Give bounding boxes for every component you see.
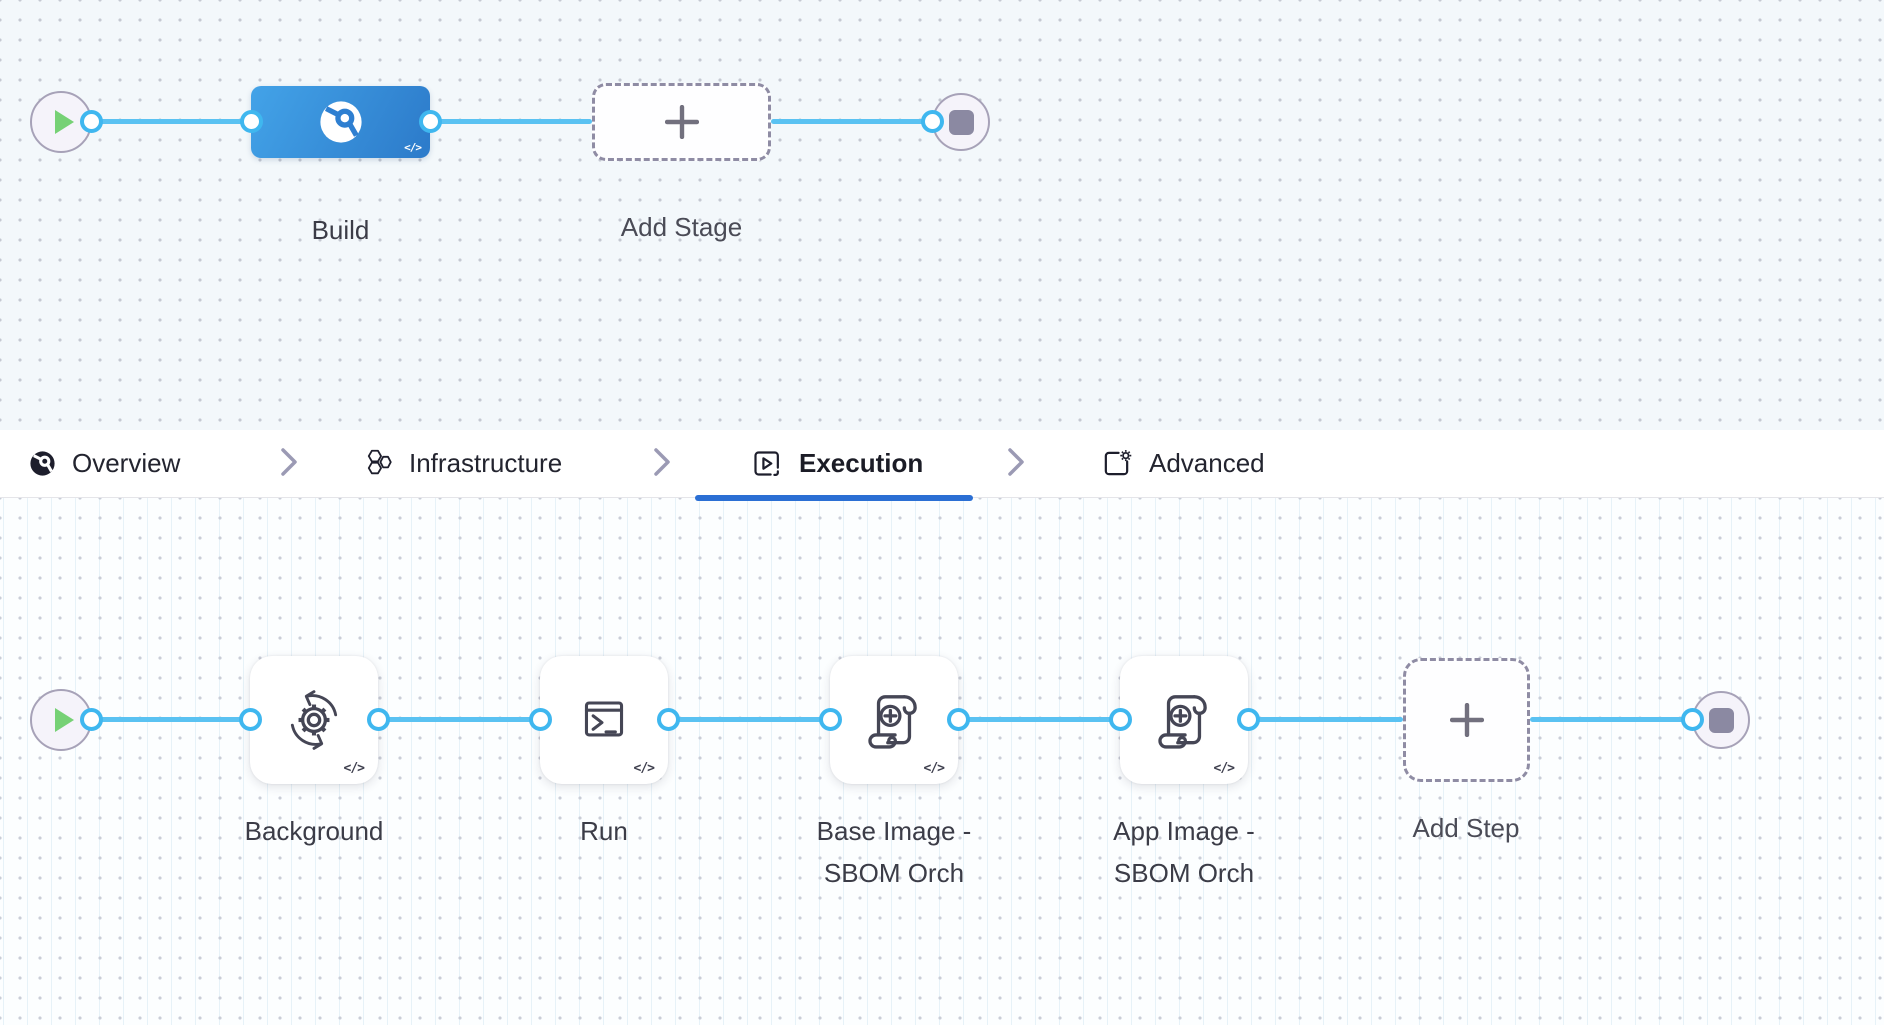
execution-canvas: </> </> </> </> Background (0, 498, 1884, 1025)
tab-label: Overview (72, 447, 181, 478)
tab-infrastructure[interactable]: Infrastructure (362, 430, 562, 496)
file-gear-icon (1100, 447, 1133, 480)
step-node-run[interactable]: </> (540, 656, 668, 784)
chevron-right-icon (1006, 447, 1026, 477)
connector-port[interactable] (1237, 708, 1260, 731)
code-badge: </> (633, 761, 656, 776)
tab-advanced[interactable]: Advanced (1100, 430, 1265, 496)
step-node-base-image-sbom[interactable]: </> (830, 656, 958, 784)
pipeline-overview-icon (29, 450, 56, 477)
connector-line (91, 717, 250, 722)
connector-line (958, 717, 1120, 722)
stop-square-icon (1708, 707, 1734, 733)
add-stage-button[interactable] (592, 83, 771, 161)
play-icon (52, 108, 76, 136)
tab-execution[interactable]: Execution (750, 430, 923, 496)
code-badge: </> (923, 761, 946, 776)
connector-line (91, 119, 251, 124)
connector-line (668, 717, 830, 722)
gear-sync-icon (281, 687, 347, 753)
connector-port[interactable] (1681, 708, 1704, 731)
chevron-right-icon (652, 447, 672, 477)
step-label-app-image-sbom: App Image - SBOM Orch (1074, 810, 1294, 894)
connector-port[interactable] (80, 708, 103, 731)
plus-icon (665, 105, 699, 139)
connector-line (1248, 717, 1403, 722)
label-line: SBOM Orch (1113, 858, 1255, 889)
stop-square-icon (948, 109, 974, 135)
connector-port[interactable] (1109, 708, 1132, 731)
stage-node-build[interactable]: </> (251, 86, 430, 158)
add-stage-label: Add Stage (620, 212, 743, 242)
connector-line (378, 717, 540, 722)
scroll-plus-icon (861, 687, 927, 753)
play-square-icon (750, 447, 783, 480)
code-badge: </> (1213, 761, 1236, 776)
step-label-base-image-sbom: Base Image - SBOM Orch (784, 810, 1004, 894)
tab-label: Infrastructure (409, 447, 563, 478)
connector-port[interactable] (240, 110, 263, 133)
hexagons-icon (362, 448, 393, 479)
stage-label-build: Build (311, 215, 370, 245)
tab-label: Advanced (1149, 447, 1265, 478)
stage-canvas: </> Build Add Stage (0, 0, 1884, 430)
connector-line (1530, 717, 1692, 722)
connector-line (430, 119, 592, 124)
tab-overview[interactable]: Overview (29, 430, 180, 496)
connector-port[interactable] (529, 708, 552, 731)
connector-port[interactable] (947, 708, 970, 731)
connector-port[interactable] (819, 708, 842, 731)
code-badge: </> (404, 141, 422, 154)
tab-label: Execution (799, 447, 924, 478)
connector-port[interactable] (419, 110, 442, 133)
scroll-plus-icon (1151, 687, 1217, 753)
play-icon (52, 706, 76, 734)
label-line: Base Image - (816, 816, 972, 846)
step-label-background: Background (244, 816, 384, 846)
step-label-run: Run (580, 816, 628, 846)
add-step-label: Add Step (1412, 813, 1520, 843)
connector-port[interactable] (367, 708, 390, 731)
connector-port[interactable] (239, 708, 262, 731)
label-line: App Image - (1113, 816, 1255, 846)
plus-icon (1450, 703, 1484, 737)
step-node-background[interactable]: </> (250, 656, 378, 784)
label-line: SBOM Orch (823, 858, 965, 889)
stage-config-tabbar: Overview Infrastructure Execution Advanc… (0, 430, 1884, 501)
connector-port[interactable] (657, 708, 680, 731)
add-step-button[interactable] (1403, 658, 1530, 782)
ci-build-icon (318, 99, 364, 145)
terminal-icon (571, 687, 637, 753)
code-badge: </> (343, 761, 366, 776)
execution-start-node (30, 689, 92, 751)
connector-port[interactable] (921, 110, 944, 133)
connector-port[interactable] (80, 110, 103, 133)
step-node-app-image-sbom[interactable]: </> (1120, 656, 1248, 784)
active-tab-underline (695, 495, 973, 501)
chevron-right-icon (279, 447, 299, 477)
connector-line (771, 119, 932, 124)
